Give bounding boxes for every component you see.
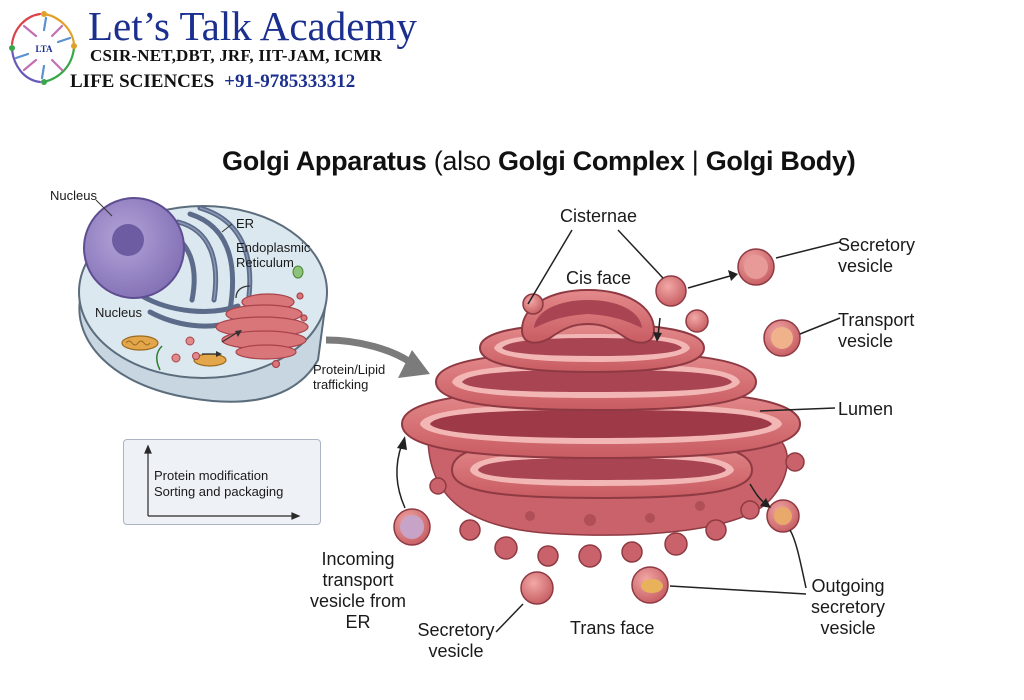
golgi-stack <box>400 288 805 568</box>
cisterna-1 <box>520 288 656 344</box>
label-cisternae: Cisternae <box>560 206 638 226</box>
cisterna-2 <box>478 322 706 374</box>
vesicle-cis-small <box>522 293 544 315</box>
title-part5: Golgi Body) <box>705 146 856 176</box>
leader-lines <box>495 229 841 633</box>
title-part1: Golgi Apparatus <box>222 146 427 176</box>
info-line-2: Sorting and packaging <box>154 484 284 499</box>
logo-text: LTA <box>35 44 53 54</box>
label-endoplasmic-reticulum: Endoplasmic Reticulum <box>236 240 311 270</box>
vesicles <box>393 248 801 605</box>
brand-subject: LIFE SCIENCES <box>70 71 215 92</box>
brand-phone: +91-9785333312 <box>224 71 356 92</box>
mitochondrion <box>121 335 159 351</box>
label-secretory-vesicle-bottom: Secretory vesicle <box>417 620 495 661</box>
cisterna-5 <box>450 438 754 500</box>
vacuole <box>292 265 304 279</box>
title-part4: | <box>684 146 706 176</box>
arrowhead-cis <box>653 332 662 342</box>
title-part3: Golgi Complex <box>497 146 685 176</box>
brand-exams: CSIR-NET,DBT, JRF, IIT-JAM, ICMR <box>90 46 383 65</box>
arrowhead-incoming <box>397 436 407 450</box>
label-lumen: Lumen <box>838 399 894 419</box>
flow-arrows <box>396 275 767 509</box>
trafficking-arrow <box>325 336 412 365</box>
cisterna-4 <box>400 388 802 460</box>
info-line-1: Protein modification <box>154 468 269 483</box>
vesicle-secretory-bottom <box>520 571 554 605</box>
label-trans-face: Trans face <box>570 618 655 638</box>
label-nucleus-inner: Nucleus <box>95 305 142 320</box>
nucleolus <box>112 224 144 256</box>
page-title: Golgi Apparatus (also Golgi Complex | Go… <box>222 146 856 177</box>
label-nucleus-top: Nucleus <box>50 188 97 203</box>
label-secretory-vesicle-top: Secretory vesicle <box>838 235 916 276</box>
info-box-axes <box>144 444 301 520</box>
label-outgoing-vesicle: Outgoing secretory vesicle <box>810 576 886 638</box>
vesicle-budding <box>685 309 709 333</box>
label-trafficking: Protein/Lipid trafficking <box>313 362 386 392</box>
trafficking-arrowhead <box>398 350 430 378</box>
brand-name: Let’s Talk Academy <box>88 3 417 49</box>
title-part2: (also <box>426 146 498 176</box>
arrowhead-secretory <box>728 270 738 281</box>
arrowhead-outgoing <box>760 498 771 508</box>
vesicle-cis-top <box>655 275 687 307</box>
label-incoming-vesicle: Incoming transport vesicle from ER <box>309 549 407 632</box>
cell-inset <box>78 197 328 403</box>
molecule-ring-icon: LTA <box>9 11 77 85</box>
info-box: Protein modification Sorting and packagi… <box>123 439 321 525</box>
label-transport-vesicle: Transport vesicle <box>838 310 915 351</box>
label-cis-face: Cis face <box>566 268 632 288</box>
brand-subject-line: LIFE SCIENCES +91-9785333312 <box>70 71 355 93</box>
label-er: ER <box>236 216 255 231</box>
